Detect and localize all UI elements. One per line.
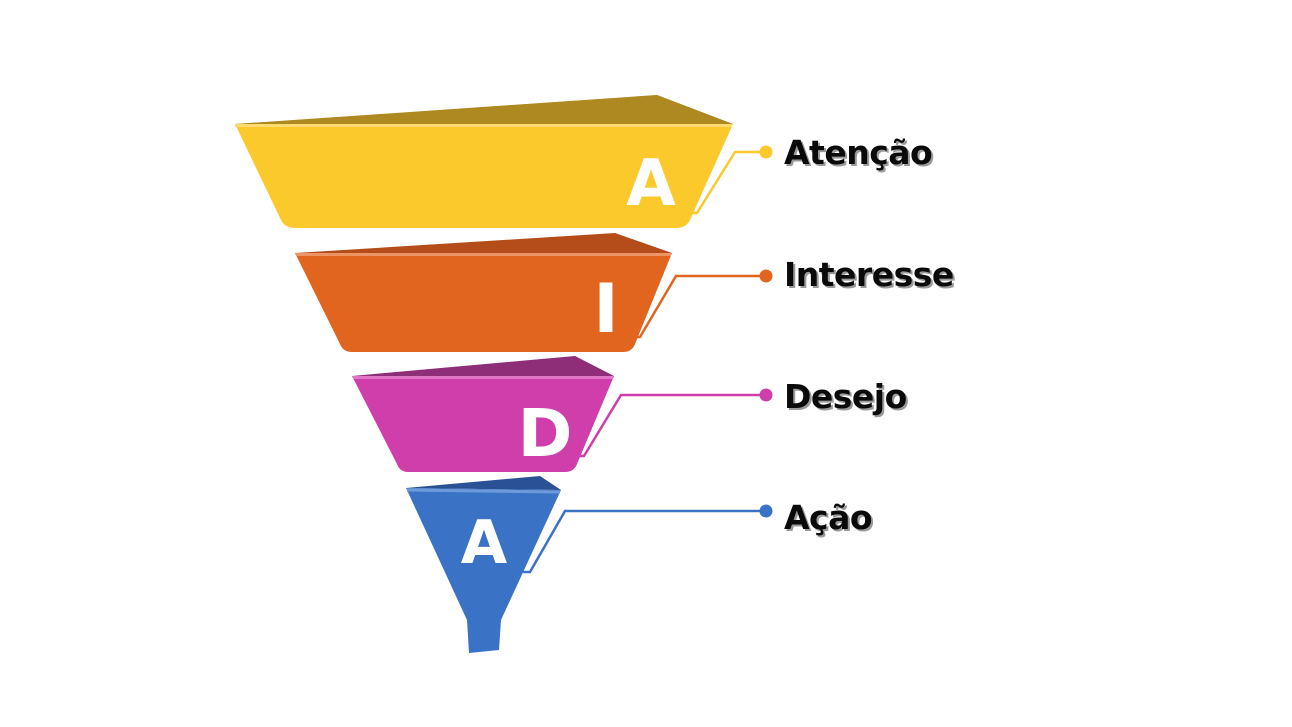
connector-dot bbox=[759, 504, 773, 518]
funnel-stage-attention: A bbox=[235, 95, 773, 228]
stage-body bbox=[352, 376, 614, 472]
stage-body bbox=[235, 124, 733, 228]
stage-label-desire: Desejo bbox=[784, 377, 907, 416]
stage-flap bbox=[352, 356, 614, 376]
connector-line bbox=[523, 509, 766, 574]
stage-letter: A bbox=[461, 508, 508, 578]
stage-label-attention: Atenção bbox=[784, 133, 933, 172]
stage-body bbox=[406, 488, 561, 653]
connector-dot bbox=[759, 269, 773, 283]
connector-line bbox=[689, 150, 766, 215]
connector-line bbox=[633, 274, 766, 339]
funnel-stage-interest: I bbox=[295, 233, 773, 352]
stage-flap bbox=[406, 476, 561, 490]
funnel-stage-action: A bbox=[406, 476, 773, 653]
stage-letter: D bbox=[518, 395, 573, 472]
stage-label-interest: Interesse bbox=[784, 255, 954, 294]
connector-dot bbox=[759, 388, 773, 402]
stage-body bbox=[295, 253, 672, 352]
stage-flap-shade bbox=[235, 95, 733, 124]
stage-letter: A bbox=[626, 147, 676, 221]
connector-dot bbox=[759, 145, 773, 159]
stage-flap bbox=[295, 233, 672, 253]
funnel-stage-desire: D bbox=[352, 356, 773, 472]
stage-letter: I bbox=[593, 270, 618, 349]
stage-highlight bbox=[406, 488, 561, 494]
connector-line bbox=[577, 393, 766, 458]
stage-label-action: Ação bbox=[784, 498, 873, 537]
